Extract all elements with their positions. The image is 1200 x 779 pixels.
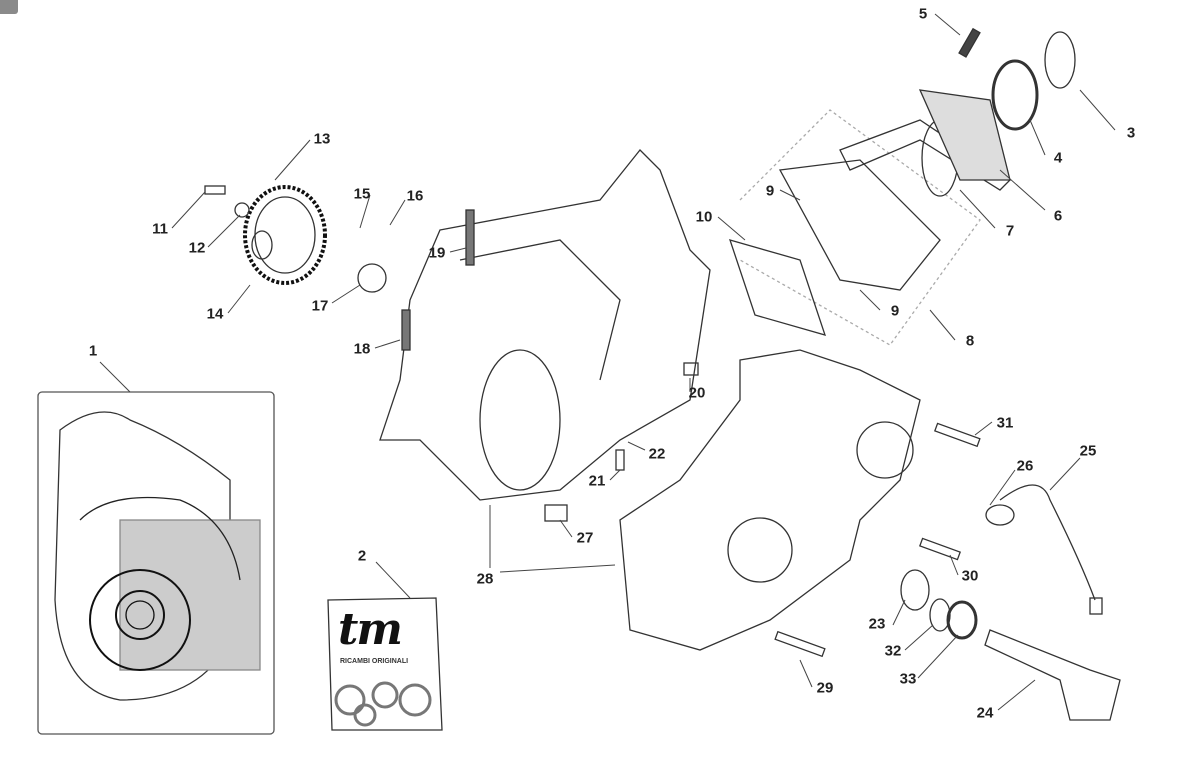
part-label-17[interactable]: 17 xyxy=(311,297,329,315)
part-label-20[interactable]: 20 xyxy=(688,384,706,402)
left-crankcase xyxy=(379,149,711,501)
connector-25 xyxy=(1089,597,1103,615)
part-label-5[interactable]: 5 xyxy=(918,5,928,23)
part-label-1[interactable]: 1 xyxy=(88,342,98,360)
stud-19 xyxy=(465,209,475,266)
sensor-cable-25 xyxy=(999,484,1096,601)
part-label-32[interactable]: 32 xyxy=(884,642,902,660)
gasket-kit-box xyxy=(37,391,275,735)
bearing-23 xyxy=(900,569,930,611)
bolt-31 xyxy=(934,422,981,448)
dowel-27 xyxy=(544,504,568,522)
part-label-30[interactable]: 30 xyxy=(961,567,979,585)
part-label-10[interactable]: 10 xyxy=(695,208,713,226)
part-label-22[interactable]: 22 xyxy=(648,445,666,463)
part-label-13[interactable]: 13 xyxy=(313,130,331,148)
part-label-3[interactable]: 3 xyxy=(1126,124,1136,142)
part-label-29[interactable]: 29 xyxy=(816,679,834,697)
part-label-33[interactable]: 33 xyxy=(899,670,917,688)
seal-kit-bag xyxy=(327,597,443,731)
bearing-17 xyxy=(357,263,387,293)
reed-valve-assembly xyxy=(728,109,1012,346)
washer-12 xyxy=(234,202,250,218)
part-label-19[interactable]: 19 xyxy=(428,244,446,262)
dowel-20 xyxy=(683,362,699,376)
part-label-15[interactable]: 15 xyxy=(353,185,371,203)
part-label-9[interactable]: 9 xyxy=(765,182,775,200)
right-crankcase xyxy=(619,349,921,651)
part-label-12[interactable]: 12 xyxy=(188,239,206,257)
idler-gear xyxy=(243,185,327,285)
shaft-24 xyxy=(984,629,1121,721)
kit-brand-logo: tm xyxy=(338,604,403,655)
part-label-2[interactable]: 2 xyxy=(357,547,367,565)
screw-5 xyxy=(958,27,981,58)
part-label-27[interactable]: 27 xyxy=(576,529,594,547)
leader-lines xyxy=(99,13,1116,711)
stud-18 xyxy=(401,309,411,351)
seal-33 xyxy=(946,600,978,640)
intake-rubber-4 xyxy=(991,59,1039,131)
intake-manifold xyxy=(918,89,1011,181)
part-label-28[interactable]: 28 xyxy=(476,570,494,588)
bolt-29 xyxy=(774,630,826,658)
part-label-24[interactable]: 24 xyxy=(976,704,994,722)
part-label-25[interactable]: 25 xyxy=(1079,442,1097,460)
bolt-30 xyxy=(919,537,961,561)
bolt-11 xyxy=(204,185,226,195)
part-label-21[interactable]: 21 xyxy=(588,472,606,490)
sensor-25 xyxy=(985,504,1015,526)
corner-tab xyxy=(0,0,18,14)
part-label-14[interactable]: 14 xyxy=(206,305,224,323)
part-label-31[interactable]: 31 xyxy=(996,414,1014,432)
part-label-9b[interactable]: 9 xyxy=(890,302,900,320)
clamp-3 xyxy=(1044,31,1076,89)
part-label-8[interactable]: 8 xyxy=(965,332,975,350)
part-label-11[interactable]: 11 xyxy=(152,220,168,238)
part-label-16[interactable]: 16 xyxy=(406,187,424,205)
part-label-26[interactable]: 26 xyxy=(1016,457,1034,475)
part-label-4[interactable]: 4 xyxy=(1053,149,1063,167)
part-label-23[interactable]: 23 xyxy=(868,615,886,633)
part-label-18[interactable]: 18 xyxy=(353,340,371,358)
screw-21 xyxy=(615,449,625,471)
part-label-6[interactable]: 6 xyxy=(1053,207,1063,225)
part-label-7[interactable]: 7 xyxy=(1005,222,1015,240)
kit-subtitle: RICAMBI ORIGINALI xyxy=(340,658,409,665)
